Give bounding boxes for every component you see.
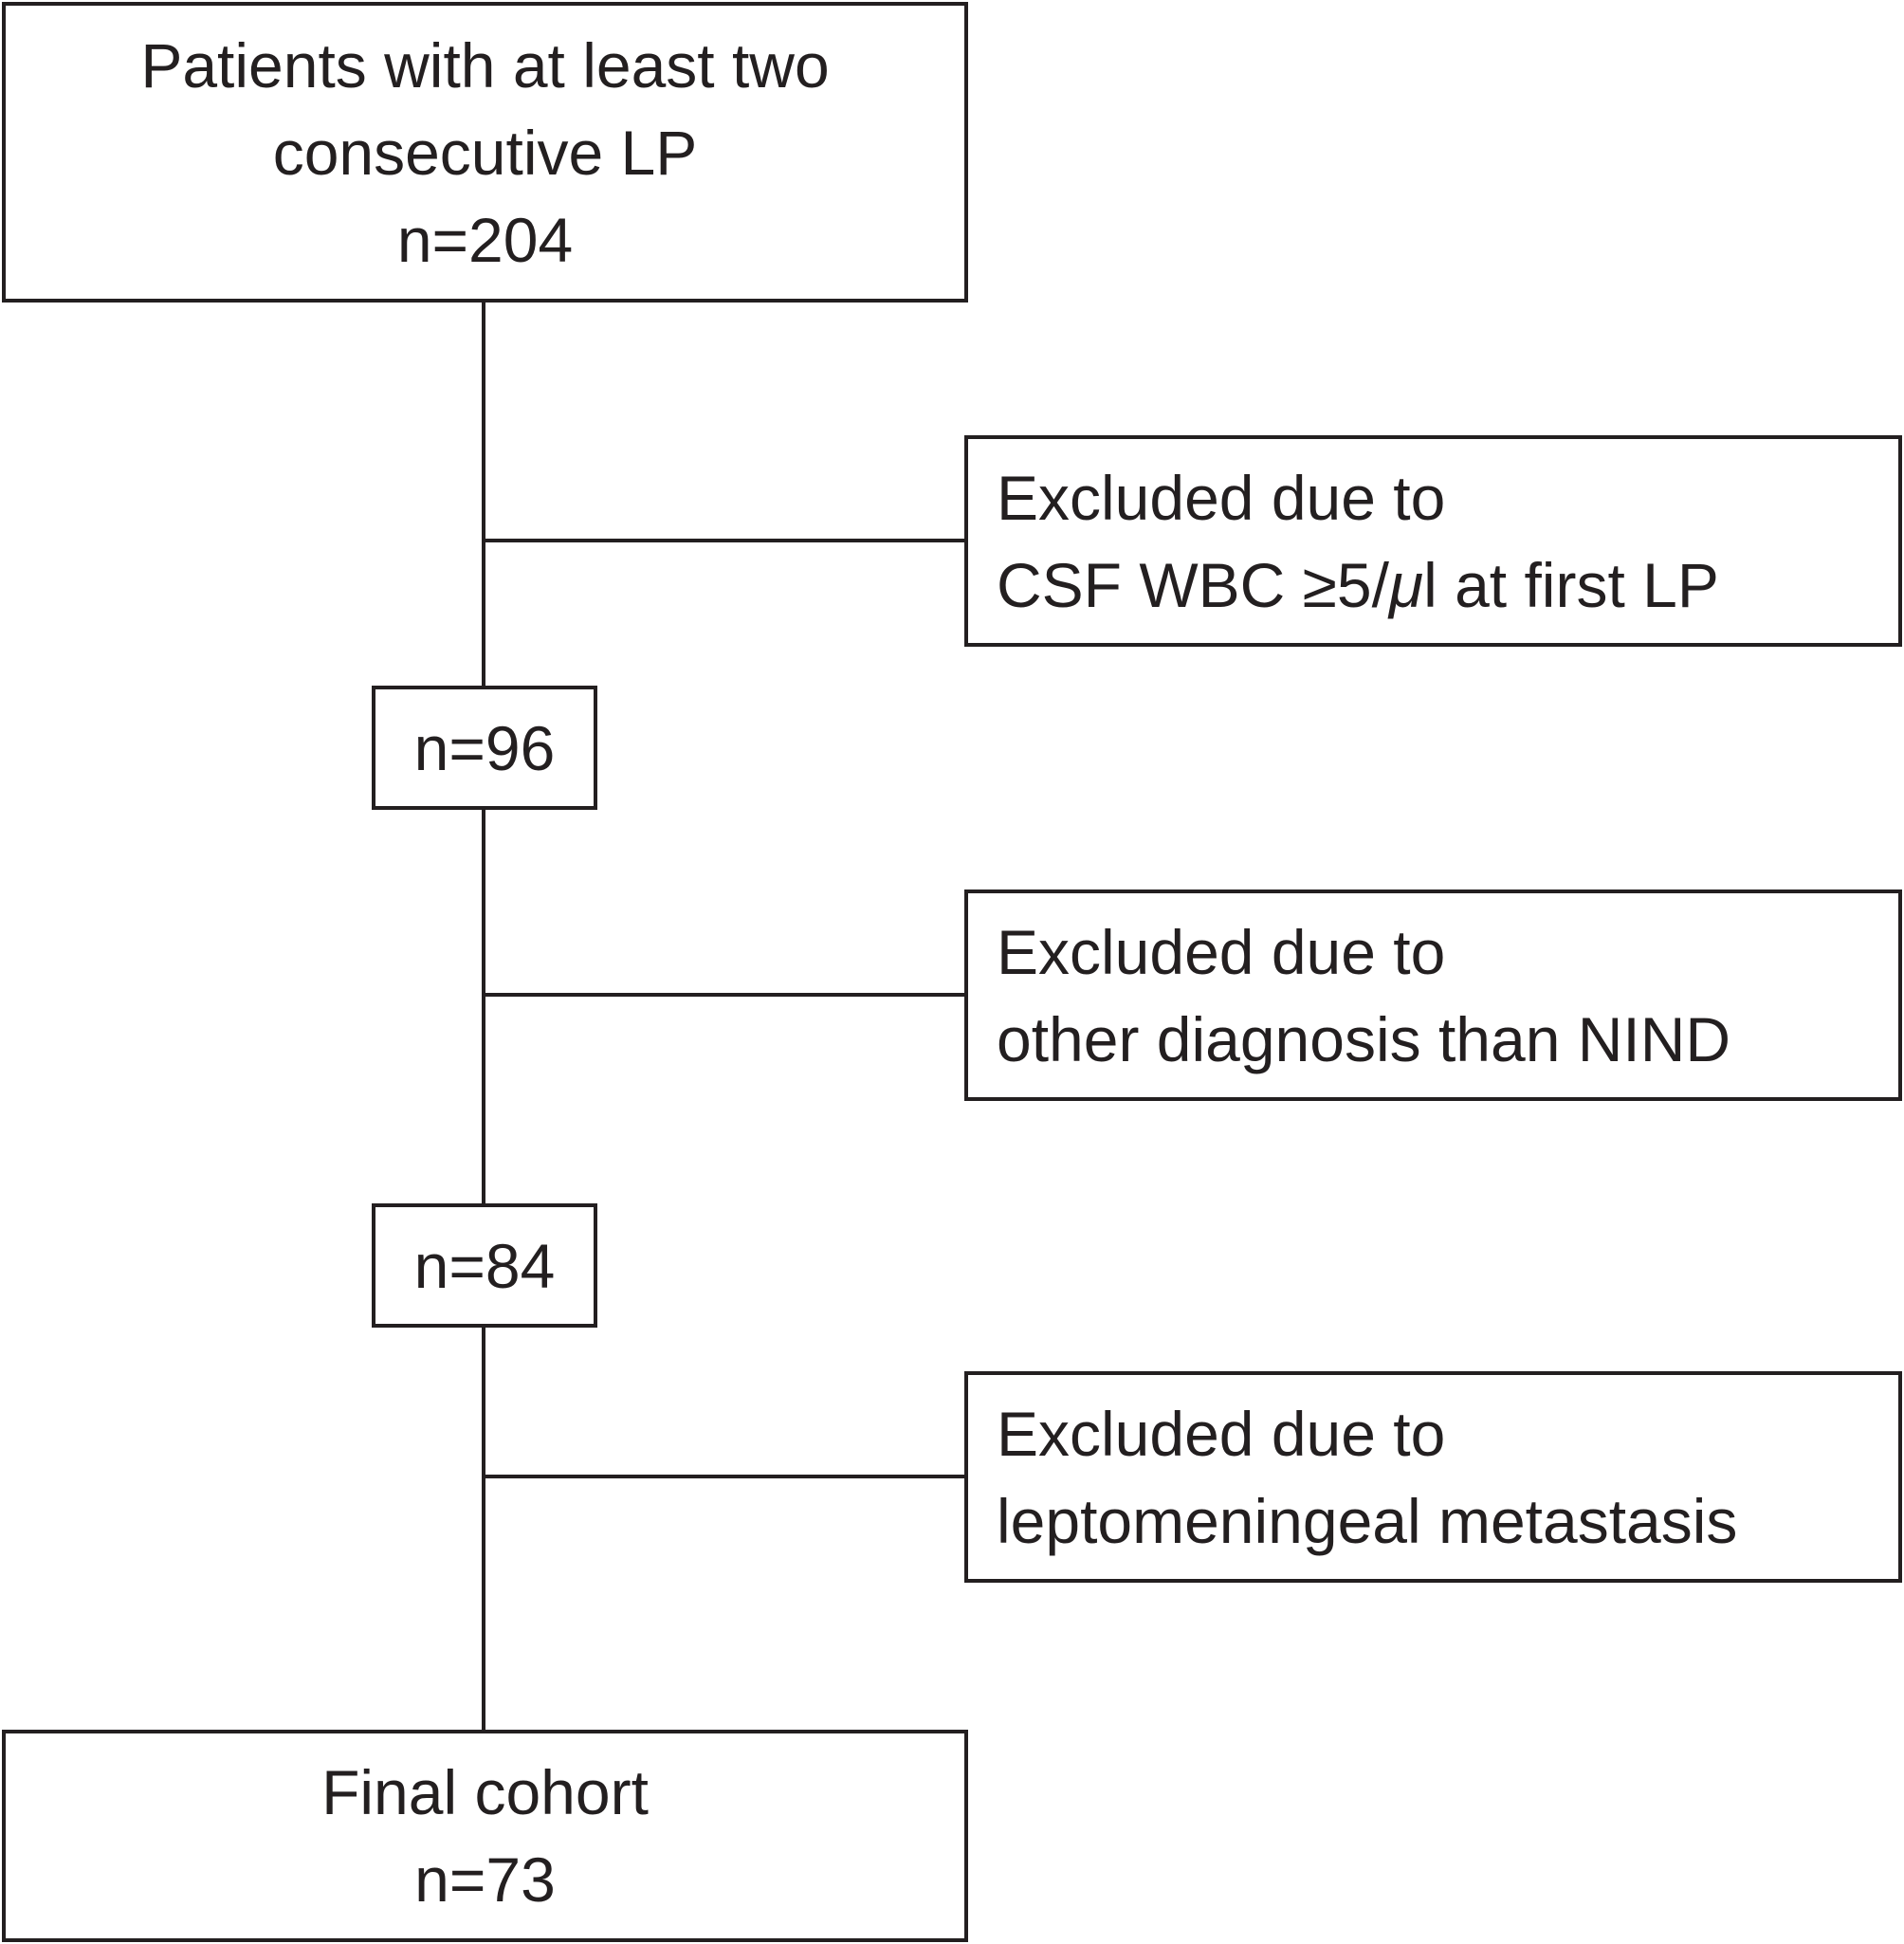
start-box: Patients with at least two consecutive L… xyxy=(2,2,968,303)
exclusion-1-line-2-pre: CSF WBC ≥5/ xyxy=(997,549,1389,620)
connector-n96-to-n84 xyxy=(482,808,485,1205)
connector-to-exclusion-3 xyxy=(484,1475,966,1478)
connector-to-exclusion-2 xyxy=(484,993,966,997)
exclusion-1-line-2-mu: μ xyxy=(1388,549,1424,620)
exclusion-1-line-2: CSF WBC ≥5/μl at first LP xyxy=(997,541,1719,629)
final-box: Final cohort n=73 xyxy=(2,1730,968,1942)
exclusion-2-line-2: other diagnosis than NIND xyxy=(997,1003,1731,1074)
connector-to-exclusion-1 xyxy=(484,539,966,542)
intermediate-box-1: n=96 xyxy=(372,686,597,810)
final-box-count: n=73 xyxy=(414,1844,556,1915)
exclusion-box-1: Excluded due to CSF WBC ≥5/μl at first L… xyxy=(964,435,1902,647)
intermediate-box-2: n=84 xyxy=(372,1203,597,1328)
exclusion-2-line-1: Excluded due to xyxy=(997,916,1446,987)
start-box-line-2: consecutive LP xyxy=(272,117,698,188)
final-box-label: Final cohort xyxy=(321,1757,649,1827)
connector-start-to-n96 xyxy=(482,301,485,688)
exclusion-1-line-2-post: l at first LP xyxy=(1423,549,1719,620)
connector-n84-to-final xyxy=(482,1326,485,1732)
exclusion-3-line-1: Excluded due to xyxy=(997,1398,1446,1469)
intermediate-1-count: n=96 xyxy=(413,712,556,783)
exclusion-1-line-1: Excluded due to xyxy=(997,462,1446,533)
start-box-count: n=204 xyxy=(396,204,574,275)
exclusion-3-line-2: leptomeningeal metastasis xyxy=(997,1485,1738,1556)
exclusion-box-2: Excluded due to other diagnosis than NIN… xyxy=(964,889,1902,1101)
start-box-line-1: Patients with at least two xyxy=(140,29,830,101)
exclusion-box-3: Excluded due to leptomeningeal metastasi… xyxy=(964,1371,1902,1583)
intermediate-2-count: n=84 xyxy=(413,1230,556,1301)
